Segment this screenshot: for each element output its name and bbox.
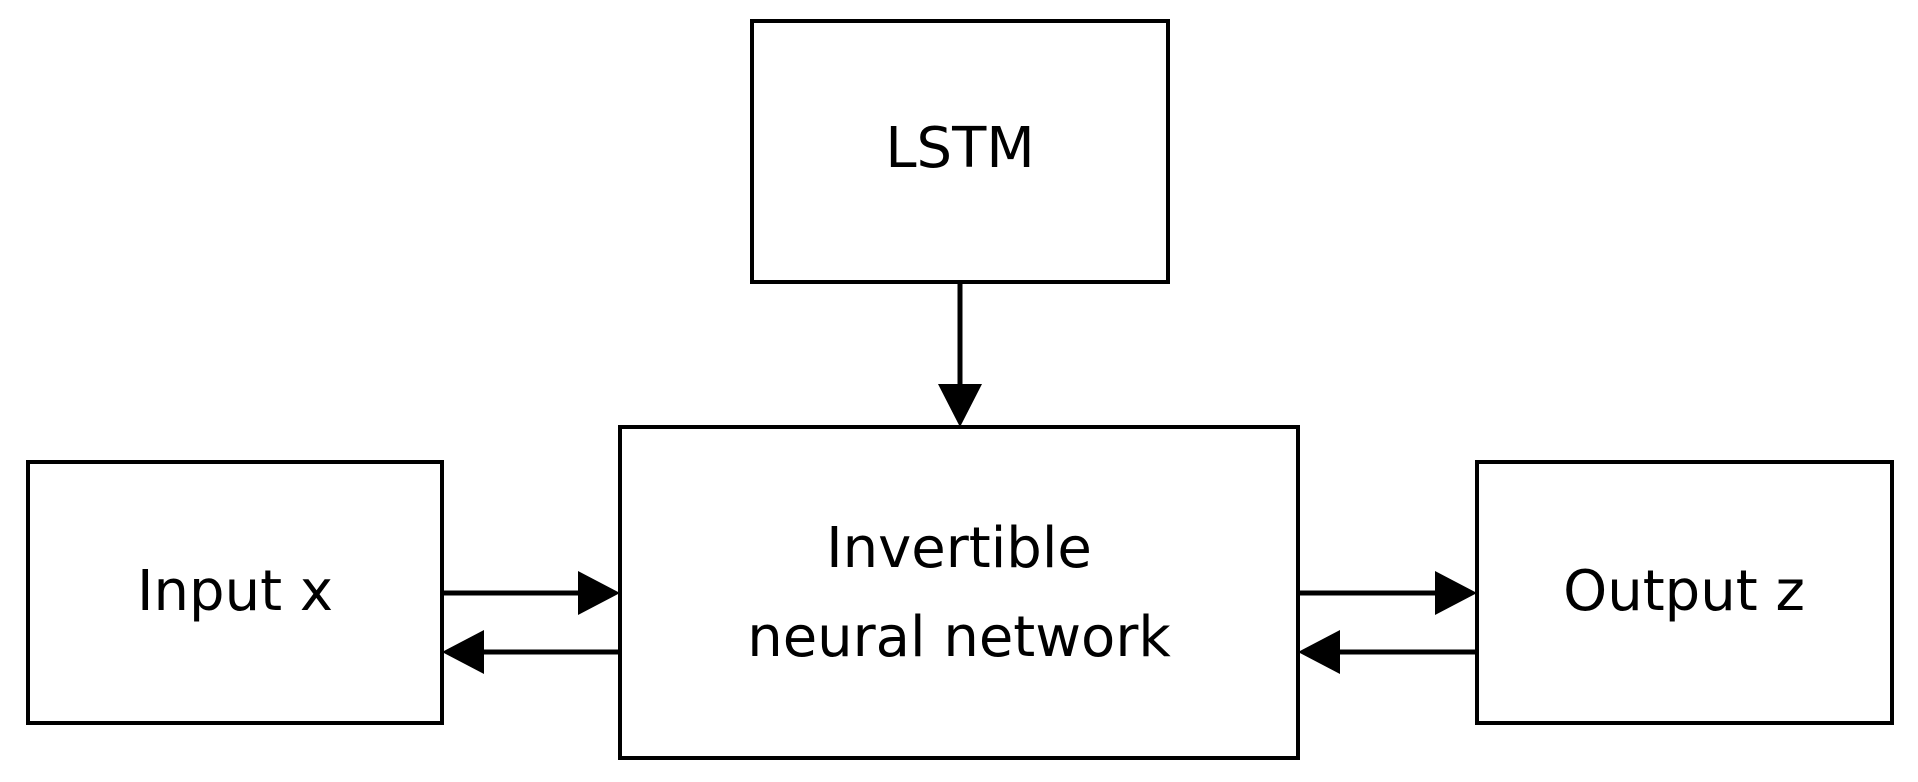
node-output-box bbox=[1475, 460, 1894, 725]
node-inn-label-line-1: Invertible bbox=[826, 516, 1092, 581]
node-input: Input x bbox=[26, 460, 444, 725]
node-lstm-label: LSTM bbox=[885, 116, 1034, 181]
node-lstm-box bbox=[750, 19, 1170, 284]
edge-input-to-inn-arrowhead bbox=[578, 571, 620, 615]
node-input-box bbox=[26, 460, 444, 725]
edge-input-to-inn bbox=[442, 571, 620, 615]
edge-output-to-inn bbox=[1298, 630, 1477, 674]
edge-inn-to-input-arrowhead bbox=[442, 630, 484, 674]
edge-lstm-to-inn bbox=[938, 282, 982, 427]
node-inn: Invertible neural network bbox=[618, 425, 1300, 760]
edge-inn-to-input bbox=[442, 630, 620, 674]
edge-lstm-to-inn-arrowhead bbox=[938, 384, 982, 427]
edge-output-to-inn-arrowhead bbox=[1298, 630, 1340, 674]
node-inn-box bbox=[618, 425, 1300, 760]
node-output-label: Output z bbox=[1563, 559, 1805, 624]
edge-inn-to-output-arrowhead bbox=[1435, 571, 1477, 615]
node-lstm: LSTM bbox=[750, 19, 1170, 284]
edge-inn-to-output bbox=[1298, 571, 1477, 615]
node-output: Output z bbox=[1475, 460, 1894, 725]
node-inn-label-line-2: neural network bbox=[747, 605, 1171, 670]
node-input-label: Input x bbox=[137, 559, 333, 624]
